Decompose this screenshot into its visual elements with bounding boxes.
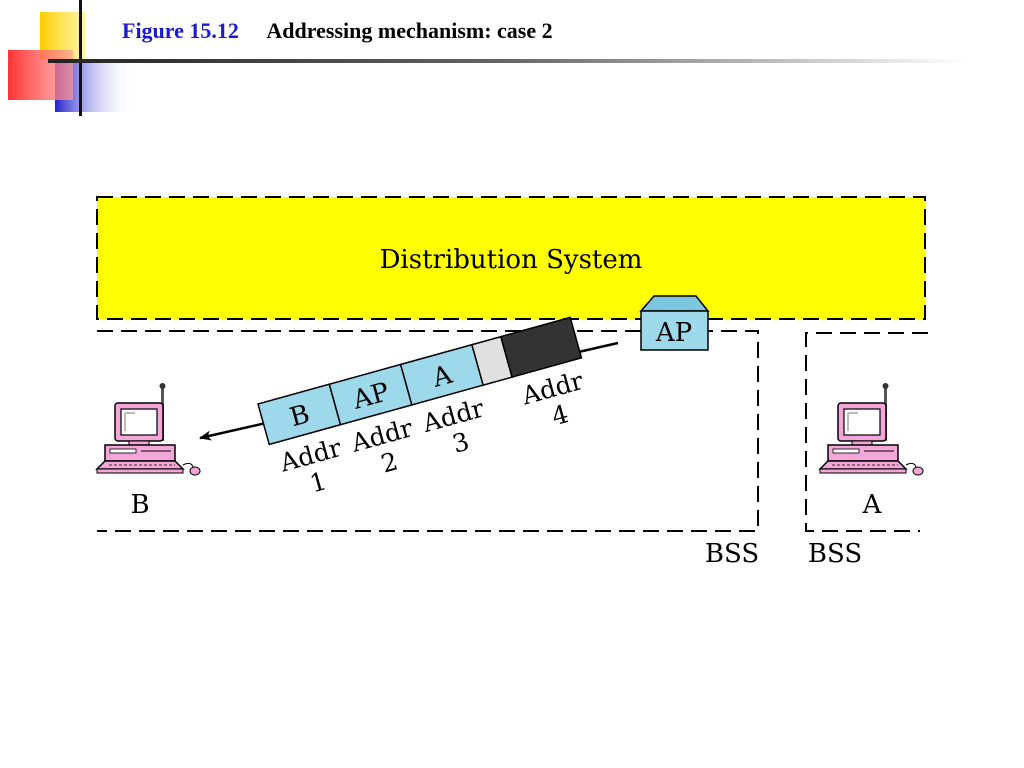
address-label-number: 2 <box>378 446 401 478</box>
station-a-label: A <box>862 490 883 520</box>
access-point: AP <box>639 295 710 351</box>
frame-field-addr4 <box>499 316 583 379</box>
distribution-system-label: Distribution System <box>380 245 643 275</box>
computer-icon <box>95 383 201 476</box>
bss-right-label: BSS <box>808 539 862 569</box>
station-b-label: B <box>130 490 149 520</box>
figure-number: Figure 15.12 <box>122 18 239 43</box>
ap-label: AP <box>655 318 692 348</box>
figure-caption: Addressing mechanism: case 2 <box>266 18 553 43</box>
slide-title: Figure 15.12 Addressing mechanism: case … <box>122 18 553 44</box>
bss-right-boundary <box>805 332 928 532</box>
address-label-number: 3 <box>449 427 472 459</box>
bss-left-boundary <box>97 330 759 532</box>
computer-icon <box>818 383 924 476</box>
frame: B AP A Addr 1 Addr 2 Addr 3 Addr 4 <box>257 316 586 498</box>
address-label-number: 4 <box>548 399 571 431</box>
title-rule <box>48 59 968 63</box>
address-label-number: 1 <box>307 466 330 498</box>
bss-left-label: BSS <box>705 539 759 569</box>
distribution-system-box <box>96 196 926 320</box>
corner-logo <box>8 0 135 116</box>
